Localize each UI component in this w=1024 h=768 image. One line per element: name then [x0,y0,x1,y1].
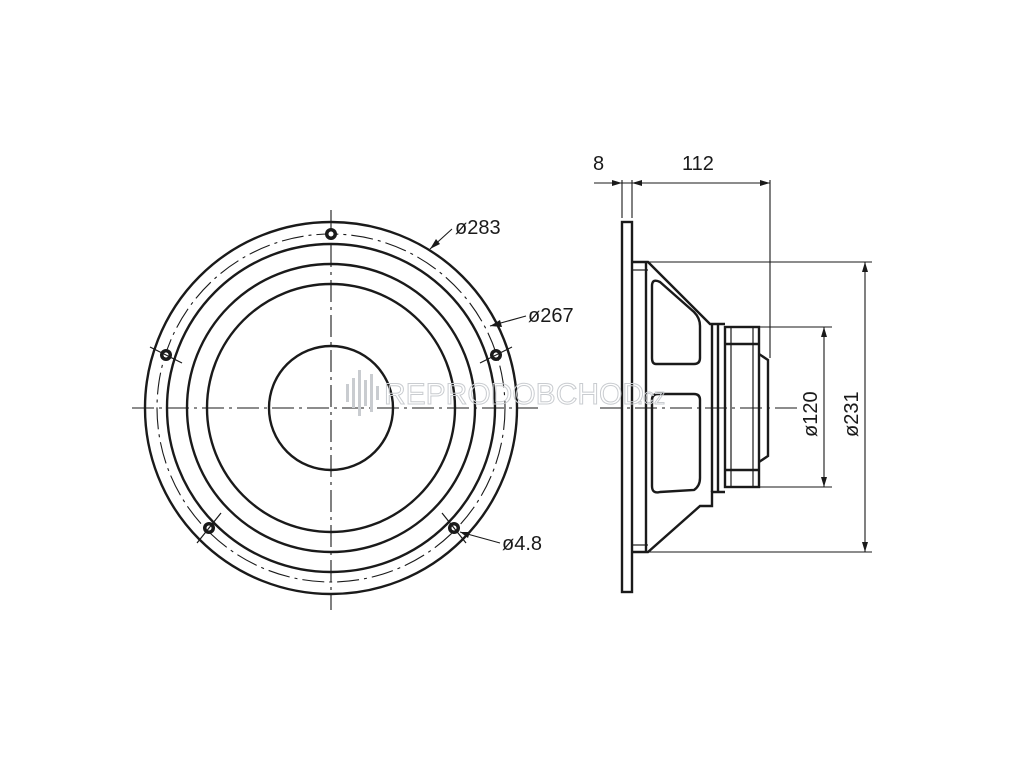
front-flange [620,220,634,594]
basket-window-top [650,279,702,366]
cone-outer-ring [205,282,457,534]
outer-frame-ring [143,220,519,596]
mounting-hole [196,512,222,544]
watermark: REPRODOBCHOD .cz [346,370,666,416]
basket-diameter-label: ø231 [841,391,863,437]
mounting-hole [479,346,513,364]
outer-diameter-label: ø283 [455,217,501,239]
surround-inner-ring [185,262,477,554]
flange-thickness-label: 8 [593,153,604,175]
watermark-brand: REPRODOBCHOD [384,378,644,411]
magnet-diameter-label: ø120 [800,391,822,437]
watermark-logo-icon [346,370,379,416]
hole-circle-diameter-label: ø267 [528,305,574,327]
watermark-suffix: .cz [637,384,665,409]
surround-outer-ring [165,242,497,574]
magnet-assembly [723,325,761,489]
basket-window-bottom [650,392,702,494]
mounting-hole [441,512,467,544]
side-view: 8 112 ø120 ø231 [593,153,872,594]
hole-diameter-label: ø4.8 [502,533,542,555]
magnet-back-cap [758,353,770,463]
mounting-hole [149,346,183,364]
depth-label: 112 [682,153,714,175]
mounting-hole [325,228,337,240]
dust-cap-ring [267,344,395,472]
front-view: ø283 ø267 ø4.8 [132,210,574,610]
